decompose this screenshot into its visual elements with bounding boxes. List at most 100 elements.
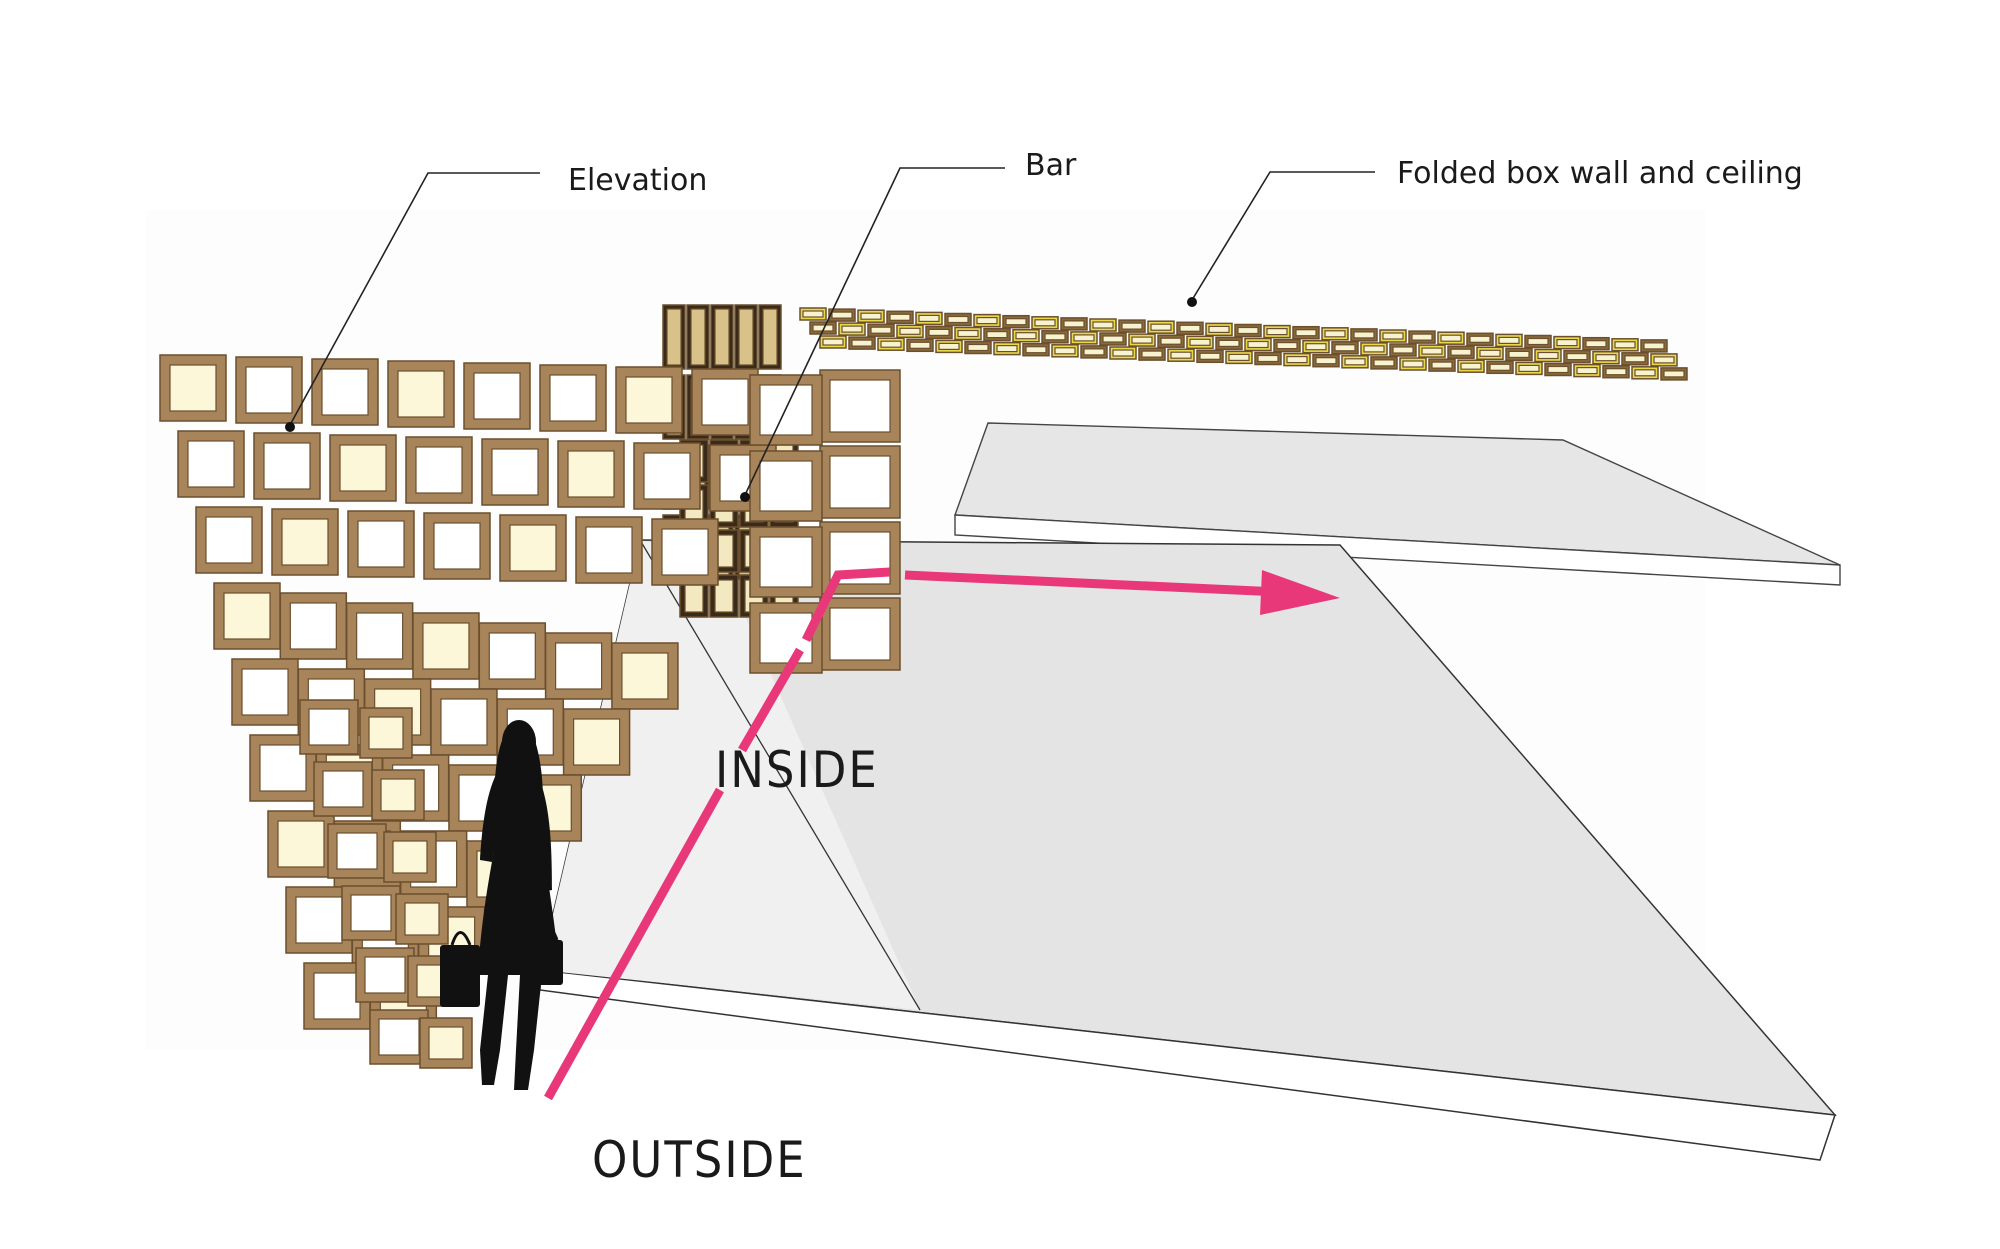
ceiling-box-opening bbox=[1373, 359, 1395, 367]
wall-frame-opening bbox=[572, 718, 621, 766]
ceiling-box-opening bbox=[1005, 318, 1027, 326]
wall-frame-leg-opening bbox=[350, 894, 392, 932]
front-frame-opening bbox=[759, 536, 813, 588]
ceiling-box-opening bbox=[1083, 348, 1105, 356]
ceiling-box-opening bbox=[880, 340, 902, 348]
wall-frame-opening bbox=[169, 364, 217, 412]
ceiling-box-opening bbox=[1141, 350, 1163, 358]
bar-frame-opening bbox=[738, 308, 754, 366]
wall-frame-opening bbox=[625, 376, 673, 424]
ceiling-box-opening bbox=[1518, 364, 1540, 372]
ceiling-box-opening bbox=[1508, 350, 1530, 358]
bar-frame-opening bbox=[714, 308, 730, 366]
wall-frame-opening bbox=[397, 370, 445, 418]
ceiling-box-opening bbox=[1431, 361, 1453, 369]
wall-frame-leg-opening bbox=[404, 902, 440, 936]
ceiling-box-opening bbox=[802, 310, 824, 318]
ceiling-box-opening bbox=[822, 338, 844, 346]
ceiling-box-opening bbox=[831, 311, 853, 319]
bar-frame-opening bbox=[762, 308, 778, 366]
ceiling-box-opening bbox=[1421, 347, 1443, 355]
ceiling-box-opening bbox=[1595, 354, 1617, 362]
ceiling-box-opening bbox=[1334, 344, 1356, 352]
ceiling-box-opening bbox=[1199, 352, 1221, 360]
ceiling-box-opening bbox=[1392, 346, 1414, 354]
wall-frame-opening bbox=[422, 622, 470, 670]
ceiling-label: Folded box wall and ceiling bbox=[1397, 156, 1803, 191]
ceiling-box-opening bbox=[1208, 325, 1230, 333]
callout-leaders bbox=[285, 167, 1375, 502]
ceiling-box-opening bbox=[918, 314, 940, 322]
ceiling-box-opening bbox=[1305, 343, 1327, 351]
wall-frame-opening bbox=[289, 602, 337, 650]
wall-frame-opening bbox=[259, 744, 307, 792]
wall-frame-opening bbox=[491, 448, 539, 496]
ceiling-box-opening bbox=[1663, 370, 1685, 378]
ceiling-box-opening bbox=[1160, 337, 1182, 345]
ceiling-box-opening bbox=[1450, 348, 1472, 356]
wall-frame-opening bbox=[339, 444, 387, 492]
ceiling-box-opening bbox=[1218, 339, 1240, 347]
wall-frame-opening bbox=[554, 642, 603, 690]
wall-frame-opening bbox=[509, 524, 557, 572]
elevation-label: Elevation bbox=[568, 163, 707, 198]
ceiling-box-opening bbox=[1411, 333, 1433, 341]
ceiling-box-opening bbox=[986, 331, 1008, 339]
ceiling-box-opening bbox=[996, 345, 1018, 353]
ceiling-box-opening bbox=[1025, 346, 1047, 354]
ceiling-box-opening bbox=[1237, 326, 1259, 335]
wall-frame-opening bbox=[223, 592, 271, 640]
wall-frame-opening bbox=[321, 368, 369, 416]
ceiling-box-opening bbox=[841, 325, 863, 333]
wall-frame-opening bbox=[205, 516, 253, 564]
ceiling-box-opening bbox=[1257, 354, 1279, 363]
ceiling-box-opening bbox=[1266, 328, 1288, 336]
ceiling-box-opening bbox=[1131, 336, 1153, 344]
ceiling-box-opening bbox=[1643, 342, 1665, 350]
wall-frame-opening bbox=[263, 442, 311, 490]
ceiling-box-opening bbox=[1189, 338, 1211, 346]
wall-frame-opening bbox=[585, 526, 633, 574]
ceiling-box-opening bbox=[851, 339, 873, 347]
ceiling-box-opening bbox=[1489, 363, 1511, 371]
wall-frame-opening bbox=[433, 522, 481, 570]
bar-frame-opening bbox=[666, 308, 682, 366]
ceiling-box-opening bbox=[957, 329, 979, 338]
ceiling-box-opening bbox=[1044, 333, 1066, 341]
ceiling-box-opening bbox=[1112, 349, 1134, 357]
ceiling-box-opening bbox=[870, 326, 892, 334]
ceiling-box-opening bbox=[1634, 369, 1656, 377]
wall-frame-leg-opening bbox=[336, 832, 378, 870]
elevation-leader-dot bbox=[285, 422, 295, 432]
wall-frame-opening bbox=[473, 372, 521, 420]
ceiling-leader bbox=[1191, 171, 1375, 301]
wall-frame-opening bbox=[567, 450, 615, 498]
ceiling-box-opening bbox=[1102, 335, 1124, 343]
wall-frame-leg-opening bbox=[380, 778, 416, 812]
wall-frame-leg-opening bbox=[392, 840, 428, 874]
ceiling-box-opening bbox=[1547, 365, 1569, 374]
ceiling-box-opening bbox=[1363, 345, 1385, 353]
path-inside-segment bbox=[904, 570, 1281, 597]
ceiling-box-opening bbox=[1498, 336, 1520, 344]
bar-frame-lower-opening bbox=[714, 579, 734, 613]
ceiling-box-opening bbox=[1460, 362, 1482, 370]
ceiling-box-opening bbox=[928, 328, 950, 336]
ceiling-box-opening bbox=[1228, 353, 1250, 361]
person-silhouette bbox=[440, 720, 563, 1090]
front-frame-opening bbox=[829, 455, 891, 509]
elevation-leader bbox=[289, 172, 540, 426]
wall-frame-leg-opening bbox=[378, 1018, 420, 1056]
ceiling-box-opening bbox=[1286, 356, 1308, 364]
ceiling-box-opening bbox=[1469, 335, 1491, 343]
ceiling-box-opening bbox=[1624, 355, 1646, 363]
ceiling-box-opening bbox=[889, 313, 911, 321]
wall-frame-opening bbox=[357, 520, 405, 568]
ceiling-box-opening bbox=[947, 315, 969, 324]
wall-frame-opening bbox=[295, 896, 343, 944]
wall-frame-opening bbox=[241, 668, 289, 716]
ceiling-box-opening bbox=[1576, 367, 1598, 375]
path-middle-segment bbox=[738, 647, 804, 753]
ceiling-box-opening bbox=[1179, 324, 1201, 332]
